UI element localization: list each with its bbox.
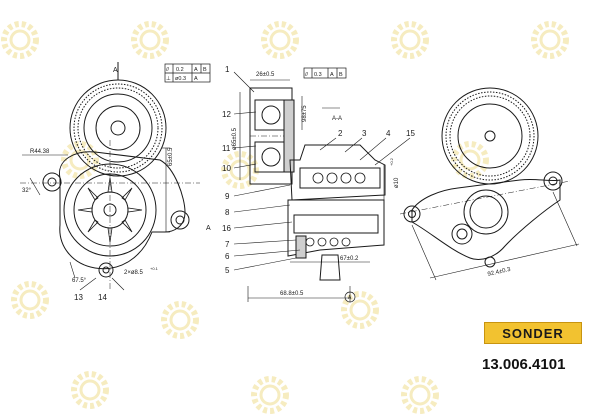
svg-text:A: A [330, 72, 334, 78]
section-mark-a: A [113, 67, 118, 74]
vert-dim: 98±75 [302, 105, 308, 122]
svg-text:ø0.3: ø0.3 [175, 76, 186, 82]
callout-4: 4 [386, 129, 391, 138]
left-view: A [20, 62, 200, 291]
brand-logo: SONDER [484, 322, 582, 344]
watermark-layer [4, 24, 566, 411]
mount-hole-right-a [403, 205, 421, 223]
callout-14: 14 [98, 293, 107, 302]
callout-7: 7 [225, 240, 230, 249]
svg-text:A: A [194, 67, 198, 73]
svg-text:A: A [194, 76, 198, 82]
callout-9: 9 [225, 192, 230, 201]
section-label: A-A [332, 116, 342, 122]
tolerance-frame-left-text: // 0.2 A B ⊥ ø0.3 A [166, 67, 207, 82]
housing-section [289, 144, 386, 201]
callout-13: 13 [74, 293, 83, 302]
part-number: 13.006.4101 [482, 356, 566, 373]
height-dim: 65±0.5 [168, 147, 174, 166]
svg-text:0.2: 0.2 [176, 67, 184, 73]
holes-dim: 2×ø8.5 [124, 270, 144, 276]
mount-hole-bottom [98, 262, 114, 278]
svg-text:B: B [339, 72, 343, 78]
right-view [399, 87, 580, 281]
arm-body [59, 151, 186, 270]
arm-tab [319, 254, 341, 281]
callout-6: 6 [225, 252, 230, 261]
angle-dim-a: 32° [22, 188, 32, 194]
callout-5: 5 [225, 266, 230, 275]
radius-dim: R44.38 [30, 149, 50, 155]
svg-text://: // [166, 67, 170, 73]
right-length-dim: 92.4±0.3 [487, 267, 512, 278]
right-view-labels: 92.4±0.3 [487, 267, 512, 278]
top-width-dim: 26±0.5 [256, 72, 275, 78]
bore-tol: +0.2 [389, 157, 394, 166]
datum-a-left: A [206, 225, 211, 232]
svg-text:B: B [203, 67, 207, 73]
callout-15: 15 [406, 129, 415, 138]
tolerance-frame-left [164, 63, 211, 83]
middle-view-labels: 26±0.5 ø65±0.5 98±75 A-A ø10 +0.2 67±0.2… [222, 65, 415, 301]
callout-1: 1 [225, 65, 230, 74]
svg-text:0.3: 0.3 [314, 72, 322, 78]
datum-a-middle: A [348, 295, 352, 301]
brand-logo-text: SONDER [502, 325, 564, 341]
mount-hole-right [170, 210, 190, 230]
tolerance-frame-right-text: // 0.3 A B [305, 72, 343, 78]
pulley-right [441, 87, 539, 185]
length-a-dim: 67±0.2 [340, 256, 359, 262]
lower-housing [287, 199, 385, 257]
mount-hole-right-b [543, 171, 563, 191]
arm-right [411, 178, 561, 260]
callout-8: 8 [225, 208, 230, 217]
callout-2: 2 [338, 129, 343, 138]
holes-tol: +0.1 [150, 266, 159, 271]
pulley-outer [69, 79, 167, 177]
callout-16: 16 [222, 224, 231, 233]
length-b-dim: 68.8±0.5 [280, 291, 304, 297]
pulley-dia-dim: ø65±0.5 [232, 127, 238, 150]
mount-hole-left [42, 172, 62, 192]
svg-text://: // [305, 72, 309, 78]
callout-3: 3 [362, 129, 367, 138]
callout-10: 10 [222, 164, 231, 173]
callout-11: 11 [222, 144, 231, 153]
callout-12: 12 [222, 110, 231, 119]
svg-text:⊥: ⊥ [166, 75, 171, 82]
tolerance-frame-right [303, 67, 347, 79]
left-view-labels: R44.38 32° 65±0.5 67.5° 2×ø8.5 +0.1 A 13… [22, 147, 211, 302]
bore-dim: ø10 [394, 177, 400, 188]
angle-dim-b: 67.5° [72, 278, 87, 284]
middle-section-view [233, 71, 411, 303]
